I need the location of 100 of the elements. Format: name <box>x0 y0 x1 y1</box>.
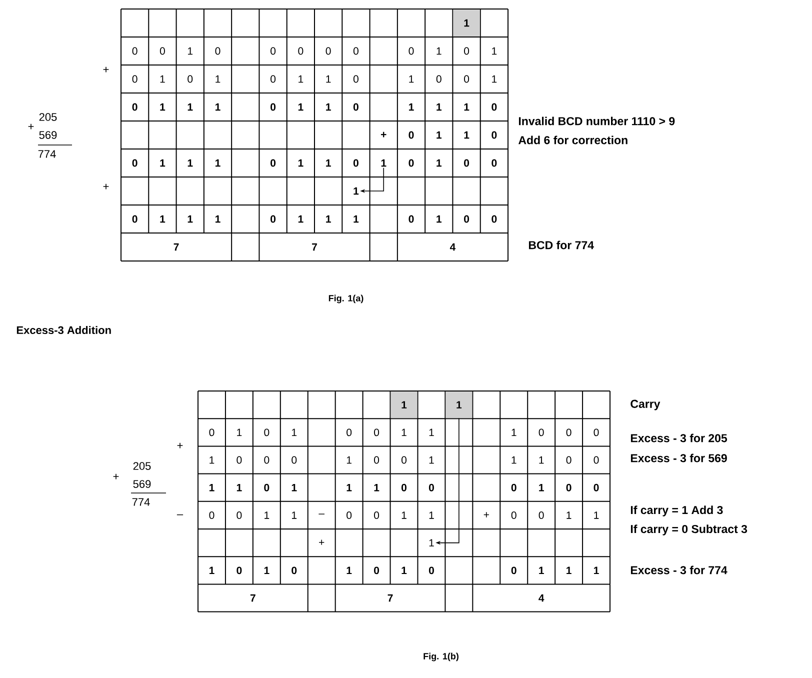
table-cell: 0 <box>408 215 414 223</box>
table-cell: 1 <box>216 159 220 167</box>
table-cell: 1 <box>594 566 599 574</box>
sum-digits: 205 <box>39 113 57 121</box>
table-cell: 1 <box>160 215 166 223</box>
table-cell: 0 <box>566 428 572 436</box>
table-cell: 0 <box>402 484 406 492</box>
table-cell: 1 <box>512 428 516 436</box>
table-cell: 0 <box>353 103 358 111</box>
table-cell: 1 <box>188 103 193 111</box>
table-cell: 1 <box>209 566 214 574</box>
table-cell: 1 <box>566 512 572 519</box>
table-cell: 1 <box>594 512 599 519</box>
table-cell: 1 <box>346 566 352 574</box>
table-cell: 0 <box>511 484 516 492</box>
table-cell: 0 <box>236 512 242 519</box>
table-cell: 1 <box>237 428 242 436</box>
table-cell: 1 <box>402 428 406 436</box>
table-cell: 0 <box>353 75 358 83</box>
table-cell: 0 <box>464 159 470 167</box>
table-cell: 1 <box>409 103 414 111</box>
table-cell: 0 <box>428 484 434 492</box>
table-cell: 1 <box>492 75 497 83</box>
table-cell: 0 <box>270 159 276 167</box>
table-cell: 1 <box>436 131 442 139</box>
table-cell: 1 <box>566 566 572 574</box>
note-text: Excess - 3 for 569 <box>630 454 727 462</box>
table-cell: 1 <box>464 103 470 111</box>
table-cell: 4 <box>538 594 544 602</box>
table-cell: 1 <box>436 215 442 223</box>
note-text: Excess - 3 for 774 <box>630 566 728 574</box>
table-cell: 1 <box>326 215 331 223</box>
table-cell: 0 <box>298 47 304 55</box>
table-cell: 0 <box>188 75 193 83</box>
note-text: Carry <box>630 400 660 410</box>
table-cell: 1 <box>298 75 304 83</box>
table-cell: + <box>380 132 386 138</box>
table-cell: 0 <box>326 47 331 55</box>
table-cell: 1 <box>326 75 331 83</box>
table-cell: 0 <box>353 47 358 55</box>
note-text: Excess - 3 for 205 <box>630 434 728 442</box>
plus-sign: + <box>177 442 183 448</box>
table-cell: 0 <box>209 428 214 436</box>
table-cell: 0 <box>292 456 297 464</box>
table-cell: 0 <box>346 428 352 436</box>
table-cell: + <box>319 540 324 545</box>
table-cell: 1 <box>402 512 406 519</box>
table-cell: 1 <box>216 75 220 83</box>
table-cell: 1 <box>236 484 242 492</box>
table-cell: 0 <box>270 215 276 223</box>
minus-sign: – <box>176 514 184 516</box>
table-cell: 0 <box>209 512 214 519</box>
carry-digit: 1 <box>381 159 386 167</box>
table-cell: 1 <box>464 131 470 139</box>
table-cell: 0 <box>566 484 572 492</box>
carry-digit: 1 <box>429 539 434 546</box>
table-cell: 1 <box>409 75 414 83</box>
table-cell: 4 <box>450 243 456 251</box>
table-cell: 0 <box>408 47 414 55</box>
table-cell: 0 <box>464 47 470 55</box>
table-cell: 1 <box>188 215 193 223</box>
table-cell: 0 <box>215 47 220 55</box>
table-cell: 7 <box>388 594 393 602</box>
table-cell: 0 <box>492 215 497 223</box>
table-cell: 1 <box>539 456 544 464</box>
table-cell: 1 <box>188 47 192 55</box>
table-cell: 1 <box>209 484 214 492</box>
table-cell: 1 <box>429 428 434 436</box>
plus-sign: + <box>103 66 109 72</box>
table-cell: 0 <box>132 75 138 83</box>
note-text: BCD for 774 <box>528 240 594 250</box>
table-cell: 0 <box>264 456 270 464</box>
carry-cell: 1 <box>390 392 418 418</box>
sum-digits: 205 <box>133 462 151 470</box>
table-cell: 0 <box>264 428 270 436</box>
table-cell: 0 <box>402 456 406 464</box>
table-cell: 0 <box>132 159 138 167</box>
table-cell: 1 <box>402 566 407 574</box>
table-cell: 1 <box>326 159 331 167</box>
table-cell: 1 <box>374 484 380 492</box>
table-cell: 0 <box>492 131 497 139</box>
table-cell: 0 <box>132 103 138 111</box>
table-cell: 0 <box>464 75 470 83</box>
table-cell: 0 <box>492 159 497 167</box>
table-cell: 1 <box>298 215 304 223</box>
table-cell: 0 <box>374 512 380 519</box>
plus-sign: + <box>103 184 109 190</box>
table-cell: 1 <box>264 512 270 519</box>
table-cell: 1 <box>326 103 331 111</box>
table-cell: 0 <box>236 456 242 464</box>
table-cell: 1 <box>429 456 434 464</box>
note-text: If carry = 1 Add 3 <box>630 506 723 516</box>
table-cell: 1 <box>292 512 297 519</box>
plus-sign: + <box>113 474 119 480</box>
table-cell: 1 <box>292 484 297 492</box>
table-cell: 1 <box>216 215 220 223</box>
plus-sign: + <box>28 124 34 130</box>
table-cell: 1 <box>436 159 442 167</box>
table-cell: 0 <box>408 131 414 139</box>
table-cell: + <box>484 512 489 518</box>
